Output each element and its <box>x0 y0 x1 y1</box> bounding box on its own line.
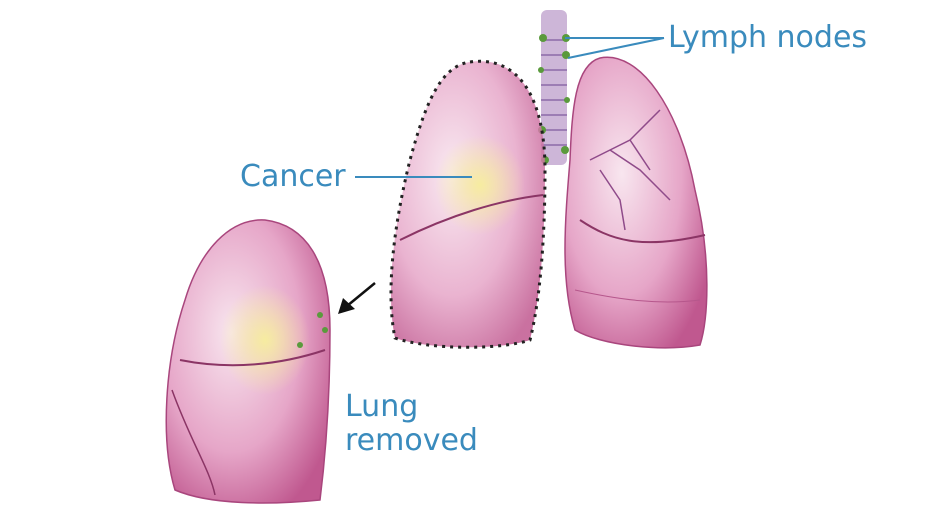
trachea <box>538 10 570 165</box>
label-lung-removed-line2: removed <box>345 423 478 458</box>
tumor <box>220 285 310 395</box>
removed-lung-outline <box>389 59 547 349</box>
excised-lung <box>165 219 331 504</box>
label-lung-removed-line1: Lung <box>345 389 419 424</box>
remaining-lung <box>564 56 708 349</box>
arrow-icon <box>338 282 376 314</box>
label-cancer: Cancer <box>240 159 346 194</box>
label-lymph-nodes: Lymph nodes <box>668 20 868 55</box>
leader-lines <box>355 37 665 178</box>
tumor-in-place <box>435 135 525 235</box>
